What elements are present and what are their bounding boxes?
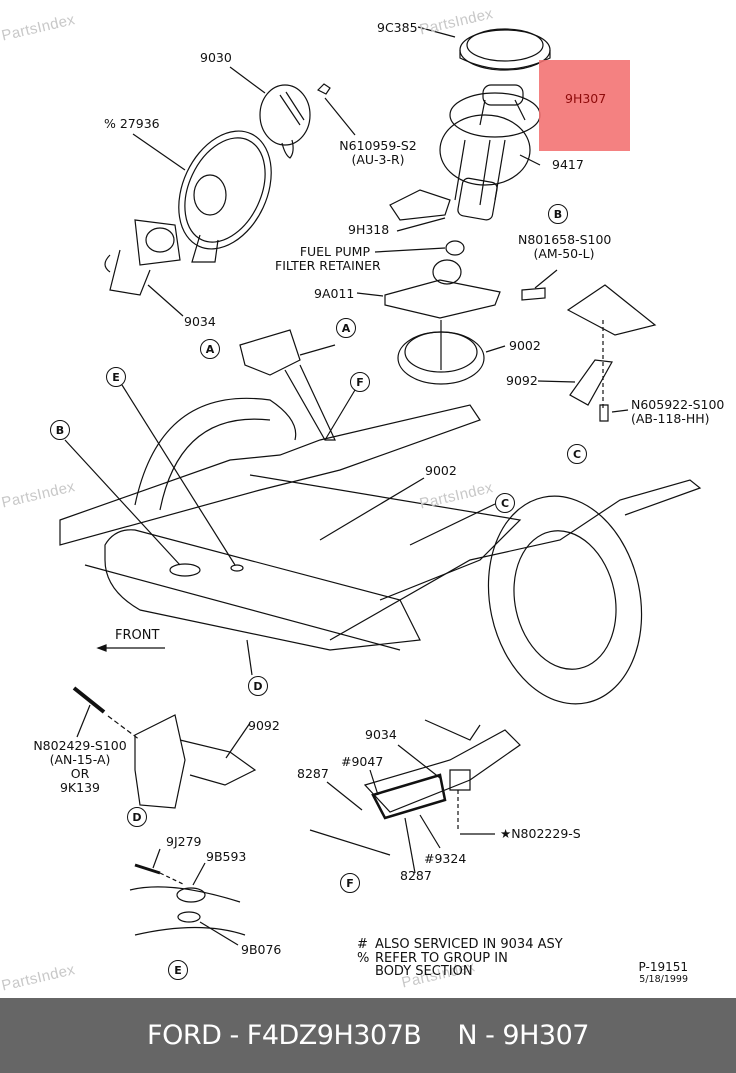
label-line: FUEL PUMP (299, 244, 370, 259)
highlighted-part-box[interactable] (539, 60, 630, 151)
callout-b[interactable]: B (548, 204, 568, 224)
part-label-9030[interactable]: 9030 (200, 50, 232, 65)
part-label-9002-ring[interactable]: 9002 (509, 338, 541, 353)
plate-number: P-19151 (638, 960, 688, 974)
vehicle-underbody-drawing (60, 330, 700, 718)
reference-number: N - 9H307 (457, 1020, 589, 1051)
legend-symbol: % (357, 950, 370, 966)
callout-f[interactable]: F (350, 372, 370, 392)
callout-a[interactable]: A (336, 318, 356, 338)
part-label-9047[interactable]: #9047 (341, 754, 384, 769)
legend-symbol: # (357, 937, 368, 952)
part-number: N801658-S100 (518, 232, 612, 247)
callout-f[interactable]: F (340, 873, 360, 893)
legend: # ALSO SERVICED IN 9034 ASY % REFER TO GRO… (357, 938, 563, 979)
part-label-9092[interactable]: 9092 (506, 373, 538, 388)
part-label-n610959[interactable]: N610959-S2 (AU-3-R) (338, 139, 418, 167)
part-label-9002-tank[interactable]: 9002 (425, 463, 457, 478)
part-label-9h307[interactable]: 9H307 (565, 91, 607, 106)
part-label-8287-lower[interactable]: 8287 (400, 868, 432, 883)
part-code: (AB-118-HH) (631, 411, 710, 426)
callout-c[interactable]: C (567, 444, 587, 464)
part-label-9034[interactable]: 9034 (184, 314, 216, 329)
part-label-8287[interactable]: 8287 (297, 766, 329, 781)
callout-a[interactable]: A (200, 339, 220, 359)
legend-row: BODY SECTION (357, 965, 563, 979)
legend-row: # ALSO SERVICED IN 9034 ASY (357, 938, 563, 952)
fuel-filter-drawing (385, 260, 500, 318)
legend-text: REFER TO GROUP IN (375, 950, 508, 966)
filler-neck-drawing (105, 220, 180, 295)
detail-e-drawing (130, 865, 245, 935)
callout-e[interactable]: E (168, 960, 188, 980)
callout-c[interactable]: C (495, 493, 515, 513)
diagram-drawing (0, 0, 736, 998)
front-direction-label: FRONT (115, 628, 160, 643)
callout-e[interactable]: E (106, 367, 126, 387)
part-label-n801658[interactable]: N801658-S100 (AM-50-L) (518, 232, 612, 261)
label-line: FILTER RETAINER (275, 258, 381, 273)
part-label-fuel-pump-filter-retainer[interactable]: FUEL PUMP FILTER RETAINER (275, 244, 381, 273)
oem-part-number: FORD - F4DZ9H307B (147, 1020, 422, 1051)
part-label-9b593[interactable]: 9B593 (206, 849, 247, 864)
part-number: N605922-S100 (631, 397, 725, 412)
detail-f-drawing (310, 720, 520, 855)
part-number: N802429-S100 (33, 738, 127, 753)
detail-d-drawing (74, 688, 255, 808)
parts-diagram: PartsIndex PartsIndex PartsIndex PartsIn… (0, 0, 736, 998)
part-code: (AM-50-L) (533, 246, 595, 261)
part-label-27936[interactable]: % 27936 (104, 116, 160, 131)
part-label-9417[interactable]: 9417 (552, 157, 584, 172)
part-label-9092-detail[interactable]: 9092 (248, 718, 280, 733)
part-label-9j279[interactable]: 9J279 (166, 834, 202, 849)
part-label-n605922[interactable]: N605922-S100 (AB-118-HH) (631, 398, 724, 426)
part-label-n802229[interactable]: ★N802229-S (500, 826, 581, 841)
fuel-pump-module-drawing (390, 85, 540, 221)
fuel-cap-drawing (260, 84, 330, 158)
legend-row: % REFER TO GROUP IN (357, 950, 563, 966)
callout-b[interactable]: B (50, 420, 70, 440)
part-label-9h318[interactable]: 9H318 (348, 222, 390, 237)
tank-strap-bracket-drawing (522, 285, 655, 421)
lock-ring-drawing (460, 29, 550, 70)
part-label-9324[interactable]: #9324 (424, 851, 467, 866)
part-label-n802429[interactable]: N802429-S100 (AN-15-A) OR 9K139 (30, 739, 130, 795)
plate-date: 5/18/1999 (639, 974, 688, 985)
or-text: OR (70, 766, 90, 781)
part-info-footer: FORD - F4DZ9H307B N - 9H307 (0, 998, 736, 1073)
part-alt: 9K139 (59, 780, 100, 795)
part-code: (AU-3-R) (351, 152, 405, 167)
fuel-filler-housing-drawing (161, 116, 290, 264)
part-number: N610959-S2 (339, 138, 417, 153)
part-label-9b076[interactable]: 9B076 (241, 942, 282, 957)
part-label-9a011[interactable]: 9A011 (314, 286, 355, 301)
callout-d[interactable]: D (127, 807, 147, 827)
part-label-9034-detail[interactable]: 9034 (365, 727, 397, 742)
part-label-9c385[interactable]: 9C385 (377, 20, 418, 35)
legend-text: ALSO SERVICED IN 9034 ASY (375, 937, 563, 952)
callout-d[interactable]: D (248, 676, 268, 696)
part-code: (AN-15-A) (49, 752, 111, 767)
legend-text: BODY SECTION (375, 964, 473, 979)
